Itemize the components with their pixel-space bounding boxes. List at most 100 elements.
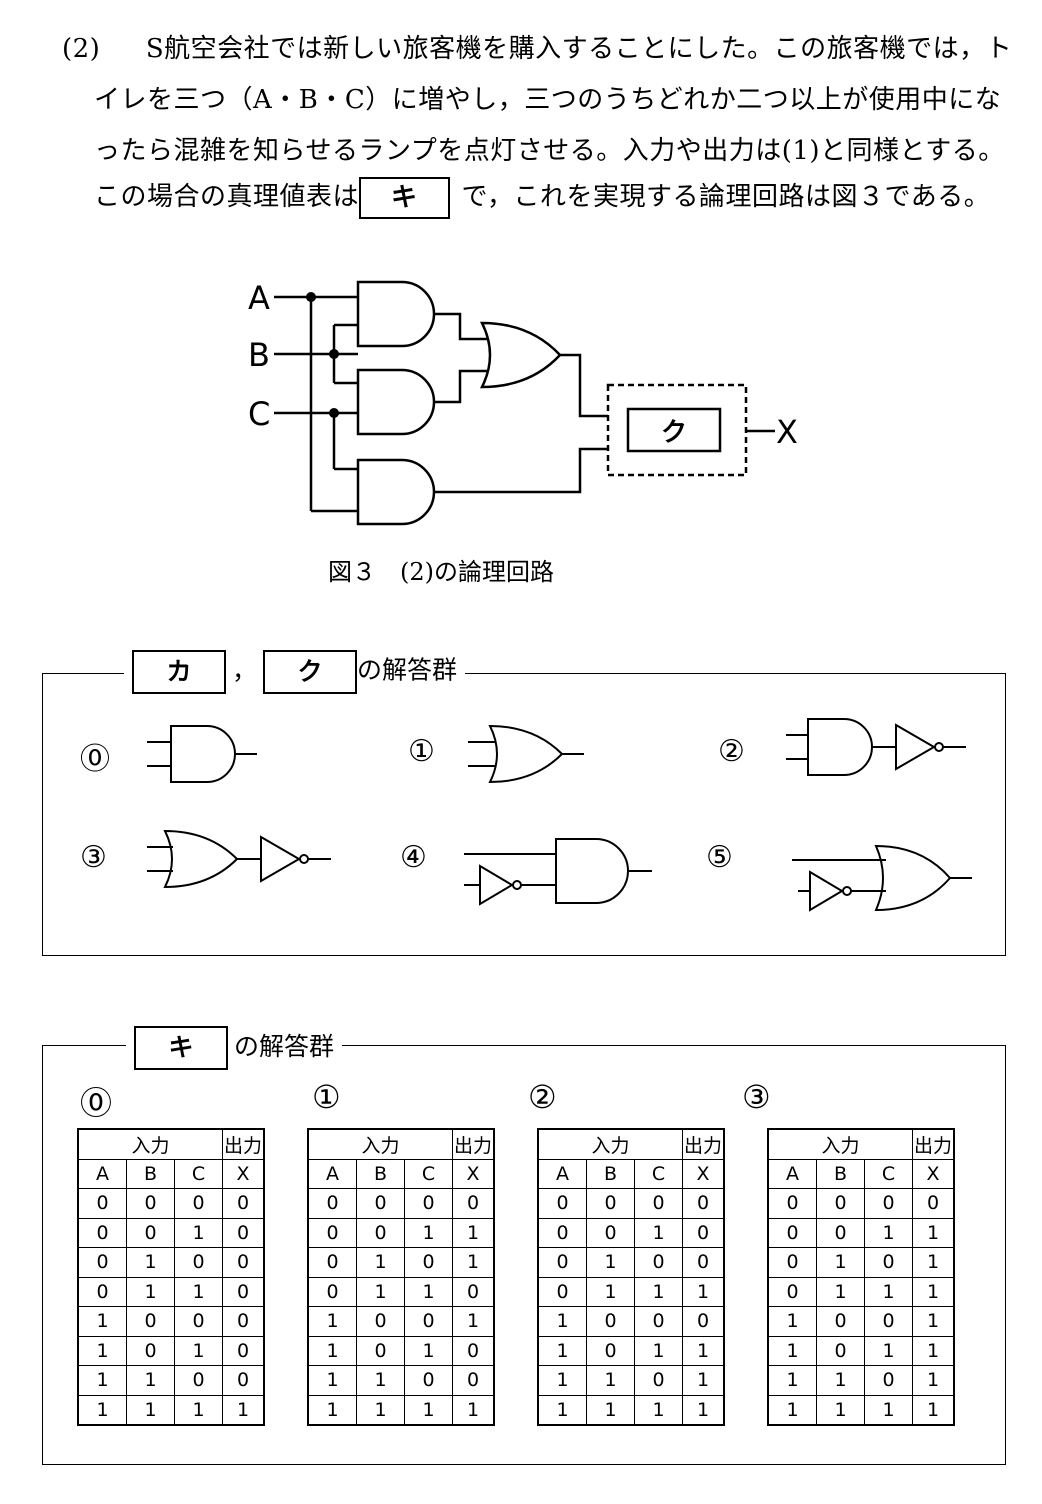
table-cell: 1	[404, 1276, 453, 1307]
table-cell: 1	[912, 1394, 955, 1426]
table-cell: 1	[126, 1365, 175, 1396]
table-cell: 0	[816, 1217, 865, 1248]
and-gate-icon	[147, 725, 257, 783]
table-cell: 0	[452, 1335, 495, 1366]
input-c-label: C	[248, 395, 270, 433]
header-output: 出力	[222, 1128, 265, 1160]
table-cell: 1	[174, 1217, 223, 1248]
answer-box-ki: キ	[134, 1026, 228, 1070]
table-cell: 0	[537, 1276, 587, 1307]
column-label: B	[586, 1158, 635, 1189]
header-input: 入力	[537, 1128, 683, 1160]
answer-blank-ki: キ	[359, 177, 450, 219]
table-cell: 1	[682, 1365, 725, 1396]
column-label: C	[404, 1158, 453, 1189]
table-cell: 0	[816, 1188, 865, 1219]
table-cell: 1	[586, 1394, 635, 1426]
answer-blank-ku: ク	[661, 418, 687, 448]
table-cell: 0	[307, 1247, 357, 1278]
table-cell: 0	[174, 1247, 223, 1278]
gate-option-3-number: ③	[80, 840, 107, 875]
table-cell: 1	[404, 1217, 453, 1248]
gate-option-0-number: ⓪	[80, 742, 110, 777]
column-label: B	[126, 1158, 175, 1189]
table-answer-group-legend: キの解答群	[126, 1026, 343, 1070]
table-cell: 1	[307, 1335, 357, 1366]
table-cell: 0	[634, 1188, 683, 1219]
table-cell: 1	[174, 1276, 223, 1307]
table-cell: 0	[537, 1217, 587, 1248]
table-cell: 1	[682, 1276, 725, 1307]
table-cell: 1	[77, 1306, 127, 1337]
table-cell: 0	[126, 1306, 175, 1337]
question-line-1: (2) S航空会社では新しい旅客機を購入することにした。この旅客機では，ト	[62, 28, 1012, 65]
question-text-4a: この場合の真理値表は	[94, 182, 360, 212]
column-label: X	[222, 1158, 265, 1189]
header-output: 出力	[682, 1128, 725, 1160]
table-cell: 0	[77, 1276, 127, 1307]
gate-option-4-number: ④	[400, 840, 427, 875]
table-cell: 0	[307, 1217, 357, 1248]
table-cell: 1	[816, 1247, 865, 1278]
or-with-inverted-input-icon	[792, 844, 972, 912]
question-line-2: イレを三つ（A・B・C）に増やし，三つのうちどれか二つ以上が使用中にな	[94, 85, 1002, 115]
table-cell: 0	[816, 1306, 865, 1337]
table-cell: 0	[816, 1335, 865, 1366]
table-cell: 0	[222, 1188, 265, 1219]
table-cell: 0	[682, 1217, 725, 1248]
question-line-3: ったら混雑を知らせるランプを点灯させる。入力や出力は(1)と同様とする。	[94, 136, 1005, 166]
table-cell: 0	[126, 1188, 175, 1219]
table-cell: 0	[77, 1247, 127, 1278]
table-cell: 0	[634, 1306, 683, 1337]
table-cell: 0	[222, 1306, 265, 1337]
column-label: B	[816, 1158, 865, 1189]
table-cell: 1	[767, 1335, 817, 1366]
header-output: 出力	[912, 1128, 955, 1160]
legend-suffix: の解答群	[357, 655, 458, 685]
table-cell: 1	[537, 1365, 587, 1396]
table-cell: 1	[767, 1365, 817, 1396]
table-option-2-number: ②	[528, 1078, 557, 1116]
table-cell: 0	[537, 1188, 587, 1219]
table-cell: 0	[767, 1188, 817, 1219]
table-cell: 0	[404, 1365, 453, 1396]
table-cell: 1	[912, 1276, 955, 1307]
table-cell: 0	[767, 1276, 817, 1307]
table-cell: 0	[356, 1217, 405, 1248]
table-cell: 0	[682, 1247, 725, 1278]
table-cell: 1	[586, 1365, 635, 1396]
table-cell: 0	[174, 1365, 223, 1396]
table-cell: 1	[912, 1247, 955, 1278]
column-label: X	[452, 1158, 495, 1189]
table-cell: 1	[307, 1306, 357, 1337]
question-text-4b: で，これを実現する論理回路は図３である。	[461, 182, 991, 212]
table-cell: 1	[356, 1365, 405, 1396]
table-cell: 1	[537, 1306, 587, 1337]
table-cell: 1	[174, 1335, 223, 1366]
table-cell: 1	[912, 1335, 955, 1366]
table-cell: 0	[586, 1306, 635, 1337]
table-cell: 0	[864, 1247, 913, 1278]
header-input: 入力	[77, 1128, 223, 1160]
table-cell: 0	[126, 1335, 175, 1366]
figure-caption: 図３ (2)の論理回路	[328, 558, 554, 586]
gate-answer-group-legend: カ，クの解答群	[124, 650, 466, 694]
